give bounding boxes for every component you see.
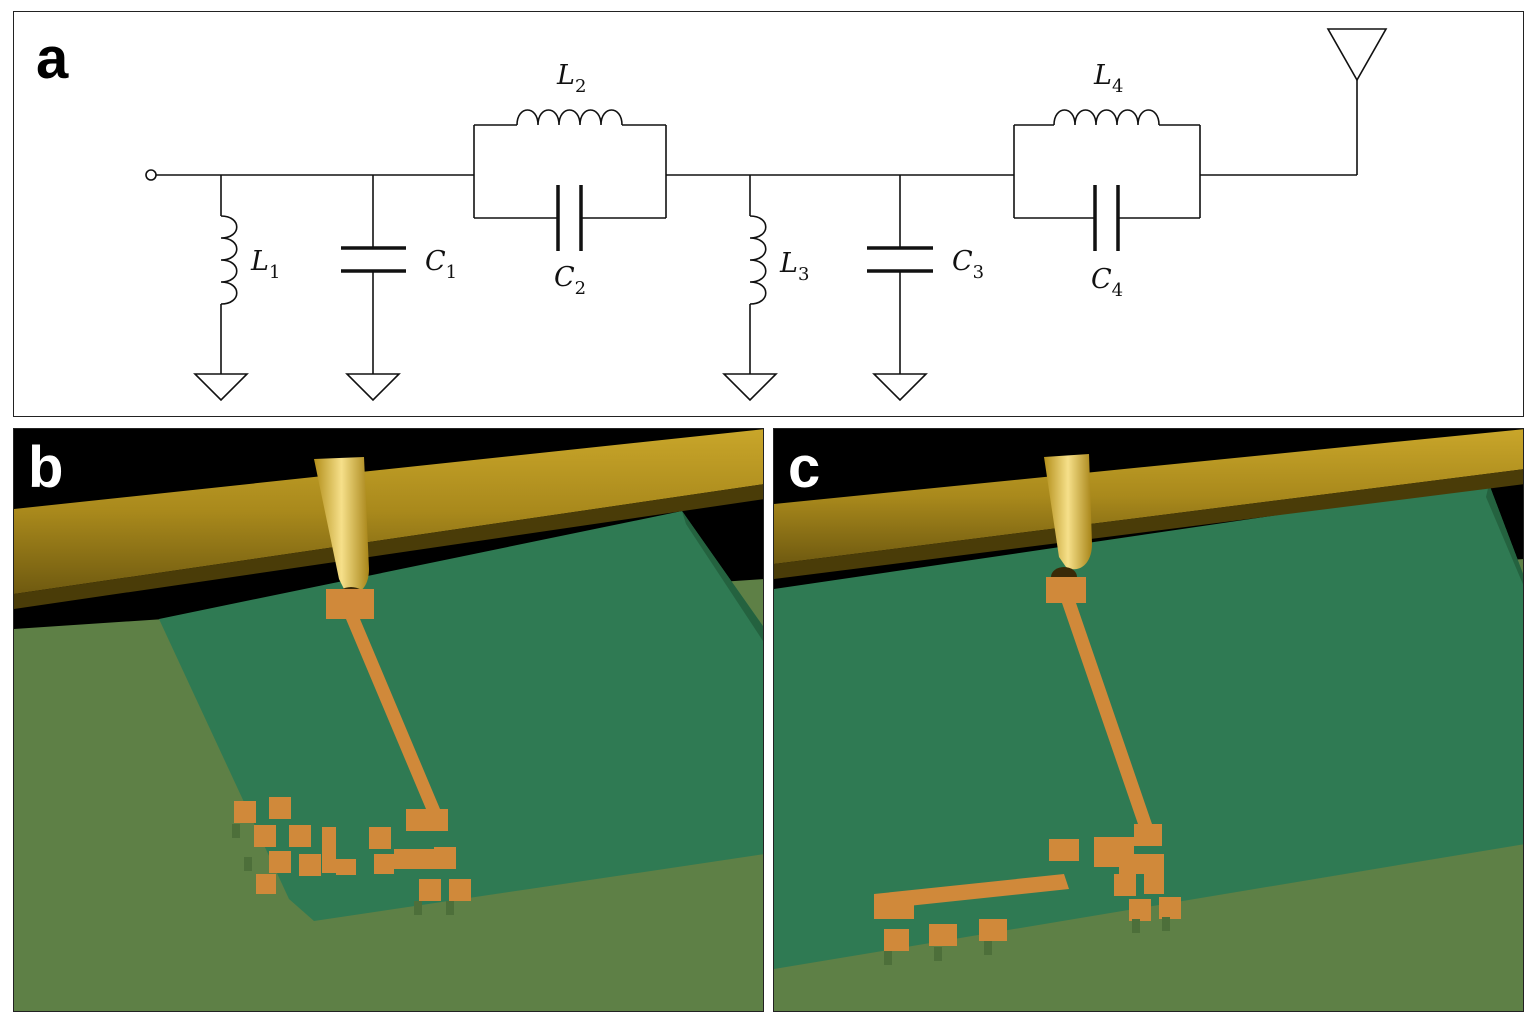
label-L2: L2 [556, 60, 586, 97]
ground-icon [193, 373, 249, 402]
via-pins [884, 917, 1170, 965]
label-L4: L4 [1093, 60, 1123, 97]
panel-c-pcb-render: c [773, 428, 1524, 1012]
copper-trace [234, 589, 471, 901]
ground-icon [345, 373, 401, 402]
label-C3: C3 [952, 246, 984, 283]
ground-icon [722, 373, 778, 402]
label-L1: L1 [250, 246, 280, 283]
label-C1: C1 [425, 246, 457, 283]
via-pins [232, 824, 454, 915]
panel-a-letter: a [36, 26, 69, 91]
label-C2: C2 [554, 262, 586, 299]
gold-connector-clip [314, 457, 369, 594]
pcb-render-c [774, 429, 1523, 1011]
tank-L2-C2 [473, 109, 667, 251]
panel-c-letter: c [788, 435, 821, 500]
copper-trace [874, 577, 1181, 951]
pcb-plane [159, 511, 763, 921]
panel-a-schematic: a [13, 11, 1524, 417]
panel-b-letter: b [28, 435, 64, 500]
label-C4: C4 [1091, 264, 1123, 301]
pcb-plane [774, 484, 1523, 969]
pcb-render-b [14, 429, 763, 1011]
input-terminal-icon [145, 169, 157, 181]
inductor-L3 [749, 175, 767, 374]
schematic-diagram: L1 C1 L2 C2 L3 C3 L4 C4 [145, 28, 1388, 402]
capacitor-C1 [341, 175, 406, 374]
capacitor-C3 [867, 175, 933, 374]
ground-icon [872, 373, 928, 402]
gold-frame [14, 429, 763, 594]
label-L3: L3 [779, 248, 809, 285]
tank-L4-C4 [1013, 109, 1201, 251]
panel-b-pcb-render: b [13, 428, 764, 1012]
antenna-icon [1326, 28, 1388, 82]
gold-frame [774, 429, 1523, 564]
inductor-L1 [220, 175, 238, 374]
gold-connector-clip [1044, 454, 1092, 570]
component-labels: L1 C1 L2 C2 L3 C3 L4 C4 [250, 60, 1123, 301]
